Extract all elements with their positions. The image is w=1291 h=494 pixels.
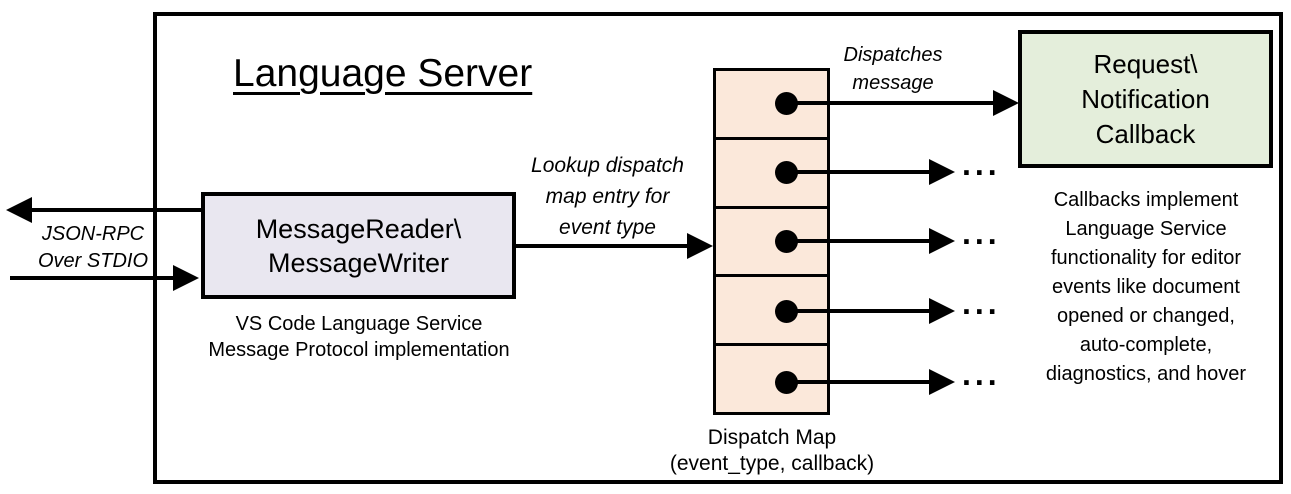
diagram-title: Language Server <box>233 52 533 95</box>
request-notification-callback-box: Request\ Notification Callback <box>1018 30 1273 168</box>
lookup-arrowhead-icon <box>687 233 713 259</box>
dispatch-arrow-line <box>786 380 929 384</box>
dispatch-map-cell <box>716 71 827 140</box>
language-server-frame <box>153 12 1283 484</box>
dispatch-arrowhead-icon <box>929 298 955 324</box>
dispatch-arrow-line <box>786 239 929 243</box>
lookup-arrow-line <box>515 244 687 248</box>
stdio-in-arrowhead-icon <box>173 265 199 291</box>
dispatch-map-label: Dispatch Map (event_type, callback) <box>669 426 875 475</box>
dispatch-arrowhead-icon <box>929 369 955 395</box>
callbacks-note: Callbacks implement Language Service fun… <box>1045 189 1247 385</box>
ellipsis-label: ... <box>962 146 1001 182</box>
dispatch-arrow-line <box>786 101 993 105</box>
json-rpc-label: JSON-RPC Over STDIO <box>37 223 148 272</box>
dispatch-map-cell <box>716 346 827 412</box>
dispatch-arrowhead-icon <box>993 90 1019 116</box>
dispatch-map-cell <box>716 139 827 209</box>
message-io-caption: VS Code Language Service Message Protoco… <box>208 313 510 361</box>
dispatch-arrowhead-icon <box>929 228 955 254</box>
dispatch-arrow-line <box>786 309 929 313</box>
stdio-out-arrow-line <box>28 208 202 212</box>
dispatch-map <box>713 68 830 415</box>
message-reader-writer-box: MessageReader\ MessageWriter <box>201 192 516 299</box>
ellipsis-label: ... <box>962 285 1001 321</box>
stdio-out-arrowhead-icon <box>6 197 32 223</box>
dispatches-message-label: Dispatches message <box>843 44 943 94</box>
stdio-in-arrow-line <box>10 276 174 280</box>
ellipsis-label: ... <box>962 356 1001 392</box>
ellipsis-label: ... <box>962 215 1001 251</box>
dispatch-arrow-line <box>786 170 929 174</box>
dispatch-arrowhead-icon <box>929 159 955 185</box>
lookup-dispatch-label: Lookup dispatch map entry for event type <box>531 154 684 239</box>
